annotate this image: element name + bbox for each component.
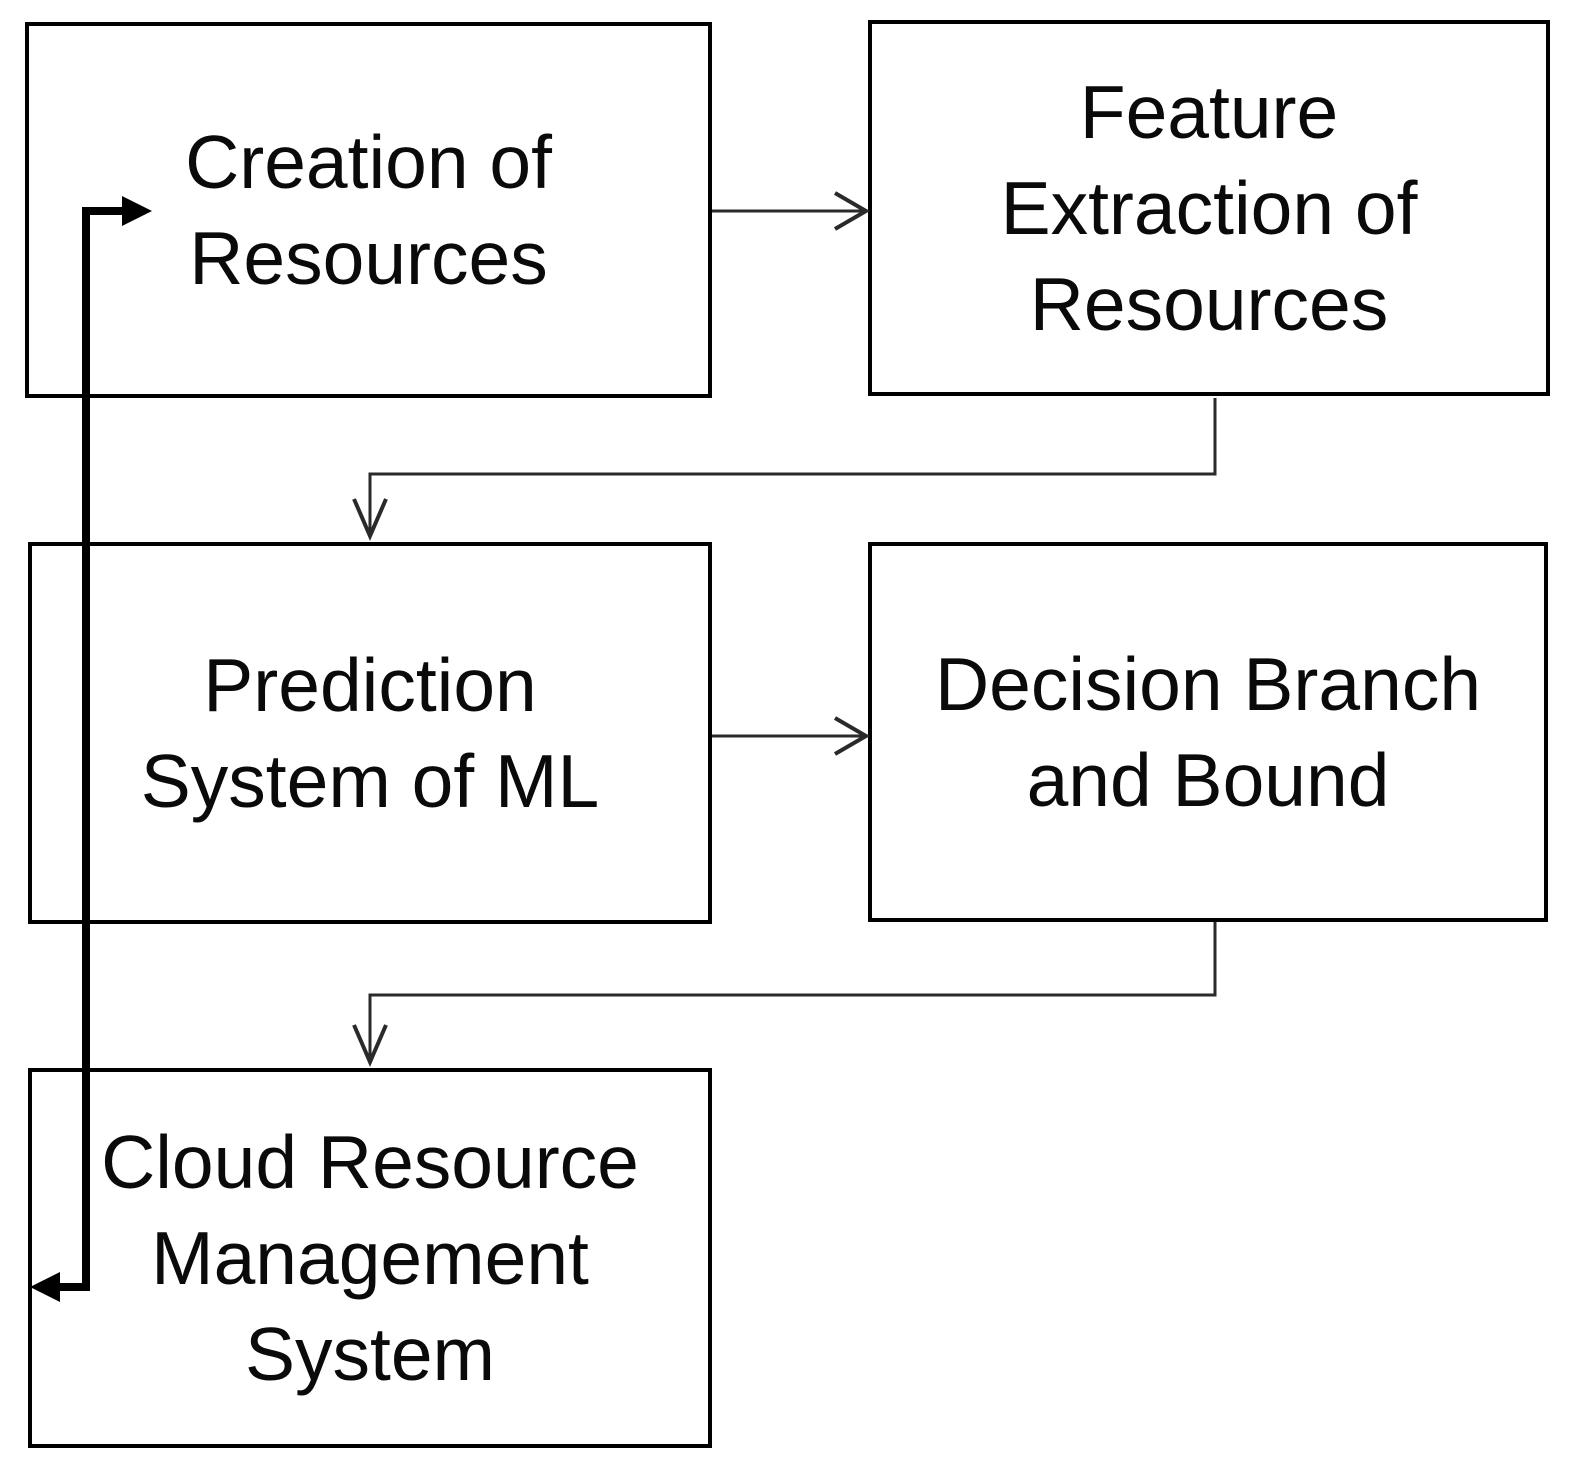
- open-chevron-arrowhead-icon: [833, 716, 870, 756]
- flowchart-box-decision-branch-and-bound: Decision Branch and Bound: [868, 542, 1548, 922]
- connector-decision-to-cloud: [352, 922, 1217, 1068]
- box-label-line: Feature: [1079, 70, 1339, 154]
- connector-feature-extraction-to-prediction: [352, 398, 1217, 542]
- flowchart-box-cloud-resource-management-system: Cloud Resource Management System: [28, 1068, 712, 1448]
- arrow-prediction-to-decision: [712, 716, 870, 756]
- box-label-line: System of ML: [140, 739, 600, 823]
- open-v-arrowhead-icon: [352, 1024, 388, 1068]
- box-label-line: Creation of: [185, 120, 552, 204]
- arrow-creation-to-feature-extraction: [712, 191, 870, 231]
- box-label-line: Extraction of: [1000, 166, 1418, 250]
- flowchart-box-feature-extraction-of-resources: Feature Extraction of Resources: [868, 20, 1550, 396]
- flowchart-box-prediction-system-of-ml: Prediction System of ML: [28, 542, 712, 924]
- box-label-line: System: [244, 1312, 496, 1396]
- box-label-line: Decision Branch: [934, 642, 1482, 726]
- box-label-line: Resources: [1029, 262, 1389, 346]
- open-v-arrowhead-icon: [352, 498, 388, 542]
- flowchart-box-creation-of-resources: Creation of Resources: [25, 22, 712, 398]
- box-label-line: Management: [151, 1216, 589, 1300]
- box-label-line: Cloud Resource: [101, 1120, 639, 1204]
- box-label-line: Resources: [189, 216, 548, 300]
- open-chevron-arrowhead-icon: [833, 191, 870, 231]
- box-label-line: and Bound: [1026, 738, 1390, 822]
- box-label-line: Prediction: [203, 643, 537, 727]
